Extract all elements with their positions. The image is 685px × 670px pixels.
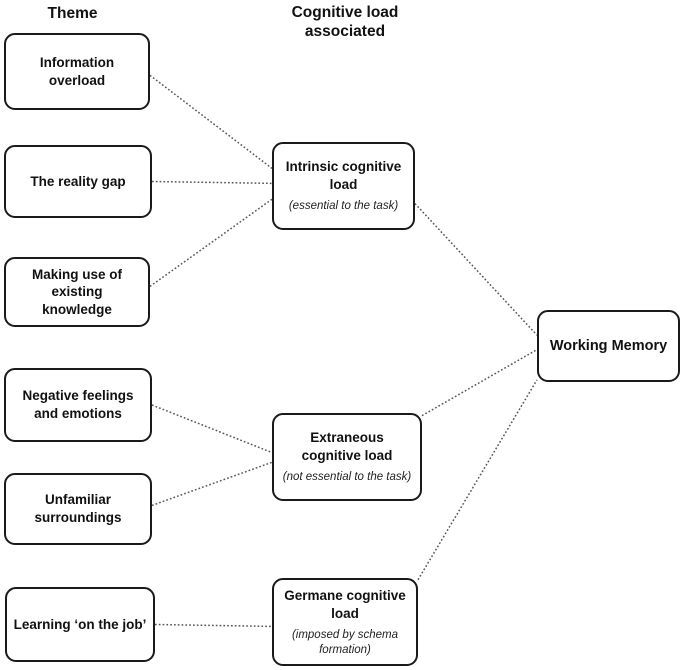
node-label: Learning ‘on the job’ (13, 616, 147, 632)
node-making-use-of-existing-knowledge: Making use of existing knowledge (4, 257, 150, 327)
node-negative-feelings-and-emotions: Negative feelings and emotions (4, 368, 152, 442)
theme-column-header: Theme (47, 5, 98, 22)
edge-existing_knowledge-to-intrinsic (149, 198, 273, 288)
edge-negative_feelings-to-extraneous (151, 404, 273, 454)
node-information-overload: Information overload (4, 33, 150, 110)
node-sublabel: (not essential to the task) (282, 471, 412, 484)
node-intrinsic-cognitive-load: Intrinsic cognitive load (essential to t… (272, 142, 415, 230)
cognitive-load-column-header: Cognitive load associated (291, 4, 399, 41)
node-label: Working Memory (549, 337, 668, 354)
edge-germane-to-working_memory (417, 379, 538, 581)
node-germane-cognitive-load: Germane cognitive load (imposed by schem… (272, 578, 418, 666)
node-sublabel: (essential to the task) (288, 200, 399, 213)
node-label: The reality gap (30, 173, 126, 189)
edge-reality_gap-to-intrinsic (151, 180, 273, 185)
node-label: Extraneous cognitive load (301, 430, 393, 463)
node-extraneous-cognitive-load: Extraneous cognitive load (not essential… (272, 413, 422, 501)
edge-unfamiliar_surroundings-to-extraneous (151, 461, 273, 507)
node-sublabel: (imposed by schema formation) (291, 629, 399, 656)
node-label: Intrinsic cognitive load (285, 159, 402, 192)
edge-info_overload-to-intrinsic (149, 74, 273, 169)
edge-extraneous-to-working_memory (421, 348, 538, 417)
node-label: Unfamiliar surroundings (34, 492, 122, 525)
node-label: Negative feelings and emotions (22, 388, 134, 421)
node-label: Information overload (39, 54, 115, 88)
node-working-memory: Working Memory (537, 310, 680, 382)
node-label: Germane cognitive load (284, 588, 406, 621)
node-unfamiliar-surroundings: Unfamiliar surroundings (4, 473, 152, 545)
edge-learning_job-to-germane (154, 623, 273, 628)
node-learning-on-the-job: Learning ‘on the job’ (5, 587, 155, 662)
node-label: Making use of existing knowledge (31, 266, 122, 317)
edge-intrinsic-to-working_memory (414, 203, 538, 336)
node-the-reality-gap: The reality gap (4, 145, 152, 218)
